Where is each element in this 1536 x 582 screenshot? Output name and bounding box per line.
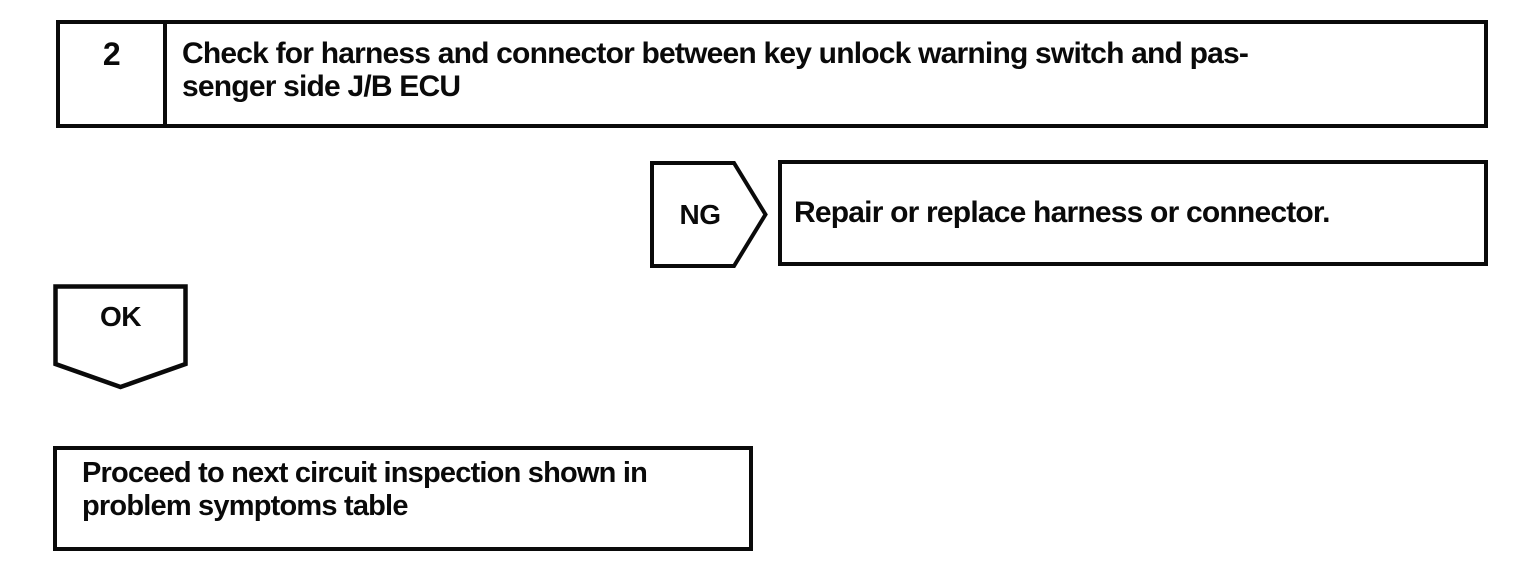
ng-result-box: Repair or replace harness or connector.: [778, 160, 1488, 266]
ok-connector: OK: [53, 284, 188, 390]
ng-label-wrap: NG: [650, 161, 750, 268]
ok-result-line-2: problem symptoms table: [82, 490, 408, 522]
step-number: 2: [102, 36, 121, 72]
ok-pentagon-shape: [53, 284, 188, 390]
ok-result-line-1: Proceed to next circuit inspection shown…: [82, 457, 648, 489]
ng-result-text: Repair or replace harness or connector.: [794, 196, 1330, 229]
ok-pentagon-outline: [53, 284, 188, 390]
ng-connector: NG: [650, 161, 768, 268]
step-title-cell: Check for harness and connector between …: [167, 24, 1484, 124]
step-title-line-1: Check for harness and connector between …: [182, 37, 1249, 70]
step-box: 2 Check for harness and connector betwee…: [56, 20, 1488, 128]
step-title-line-2: senger side J/B ECU: [182, 70, 461, 103]
step-number-cell: 2: [60, 24, 167, 124]
ok-result-box: Proceed to next circuit inspection shown…: [53, 446, 753, 551]
ng-pentagon-shape: [650, 161, 768, 268]
ng-pentagon-outline: [650, 161, 768, 268]
ok-label-wrap: OK: [53, 301, 188, 333]
ok-label: OK: [100, 301, 142, 332]
ng-label: NG: [679, 198, 722, 230]
